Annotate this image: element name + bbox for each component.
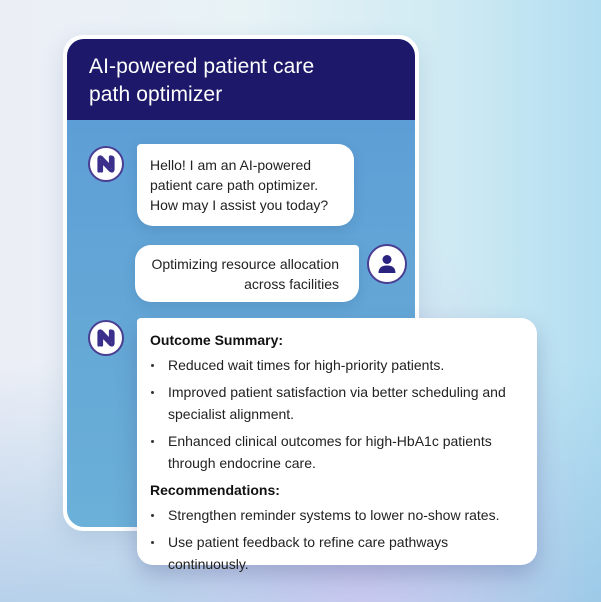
- bot-avatar: [88, 146, 124, 182]
- recommendation-item: Strengthen reminder systems to lower no-…: [150, 504, 525, 526]
- message-text: Hello! I am an AI-powered: [150, 157, 312, 173]
- outcome-list: Reduced wait times for high-priority pat…: [150, 354, 525, 474]
- chat-title: AI-powered patient care path optimizer: [89, 53, 393, 109]
- user-avatar: [367, 244, 407, 284]
- bot-message-bubble: Hello! I am an AI-powered patient care p…: [137, 144, 354, 226]
- summary-message-bubble: Outcome Summary: Reduced wait times for …: [137, 318, 537, 572]
- bot-avatar: [88, 320, 124, 356]
- message-text: Optimizing resource allocation: [151, 256, 339, 272]
- message-text: How may I assist you today?: [150, 197, 329, 213]
- message-text: across facilities: [244, 276, 339, 292]
- user-message-bubble: Optimizing resource allocation across fa…: [135, 245, 359, 302]
- outcome-summary-heading: Outcome Summary:: [150, 332, 284, 348]
- recommendation-item: Use patient feedback to refine care path…: [150, 531, 525, 575]
- chat-title-line1: AI-powered patient care: [89, 55, 315, 78]
- user-icon: [378, 255, 396, 273]
- recommendations-list: Strengthen reminder systems to lower no-…: [150, 504, 525, 575]
- chat-title-line2: path optimizer: [89, 83, 223, 106]
- n-logo-icon: [97, 155, 115, 173]
- outcome-item: Reduced wait times for high-priority pat…: [150, 354, 525, 376]
- outcome-item: Improved patient satisfaction via better…: [150, 381, 525, 425]
- outcome-item: Enhanced clinical outcomes for high-HbA1…: [150, 430, 525, 474]
- chat-header: AI-powered patient care path optimizer: [67, 39, 415, 120]
- message-text: patient care path optimizer.: [150, 177, 319, 193]
- recommendations-heading: Recommendations:: [150, 482, 280, 498]
- n-logo-icon: [97, 329, 115, 347]
